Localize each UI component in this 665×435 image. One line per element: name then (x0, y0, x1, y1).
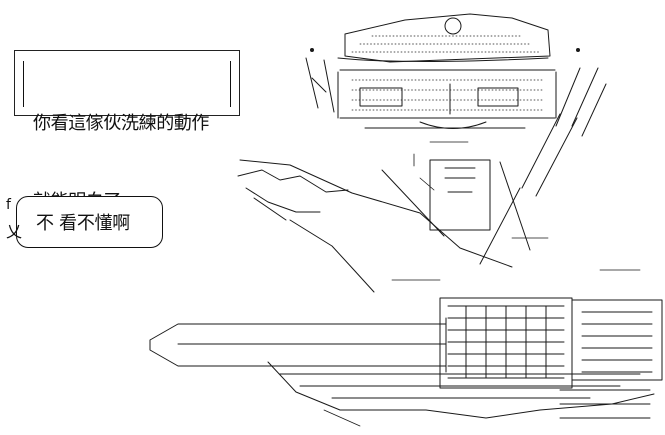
left-hand-lines (245, 187, 321, 221)
right-lower-dots (559, 389, 651, 419)
lower-body-dots (279, 373, 641, 399)
right-hair (555, 67, 607, 137)
hat-emblem-icon (444, 17, 462, 35)
dashed-accent-3 (323, 409, 361, 427)
caption-box-left-bar (23, 61, 24, 107)
caption-box-right-bar (230, 61, 231, 107)
sword-blade (149, 323, 447, 367)
speech-bubble-prefix: f (6, 197, 11, 213)
face-mouth (419, 121, 487, 129)
left-hand (237, 169, 349, 193)
neck-collar (429, 159, 491, 231)
caption-line-1: 你看這傢伙洗練的動作 (33, 113, 209, 134)
speech-bubble: f 乂 不 看不懂啊 (4, 188, 164, 256)
caption-box: 你看這傢伙洗練的動作 就能明白了 (14, 50, 240, 212)
left-hair (305, 57, 335, 113)
hat-top-dots (351, 35, 541, 53)
body-diagonal-3 (479, 187, 521, 265)
right-side-slash (521, 113, 578, 197)
right-panel-columns (465, 305, 547, 379)
body-diagonal-1 (381, 169, 445, 237)
misc-marks (413, 141, 549, 239)
hat-brim (337, 57, 549, 62)
speech-bubble-text: 不 看不懂啊 (36, 213, 130, 234)
lower-body-outline (267, 361, 655, 419)
face-right-eye (477, 87, 519, 107)
left-arm-outline (239, 159, 513, 268)
right-panel-rows (447, 305, 565, 379)
speech-bubble-outline (16, 196, 163, 248)
arm-contour (289, 219, 375, 293)
face-left-eye (359, 87, 403, 107)
right-box-lines (581, 311, 653, 373)
head-fill-dots (351, 79, 543, 111)
neck-inner-lines (444, 167, 476, 193)
right-panel-outline (439, 297, 573, 389)
head-outline-top (337, 69, 557, 119)
dot-mark-left (310, 48, 314, 52)
speech-bubble-tail: 乂 (6, 222, 23, 241)
body-diagonal-2 (499, 161, 531, 251)
hat-top-outline (344, 13, 551, 63)
right-box-outline (571, 299, 663, 381)
dot-mark-right (576, 48, 580, 52)
